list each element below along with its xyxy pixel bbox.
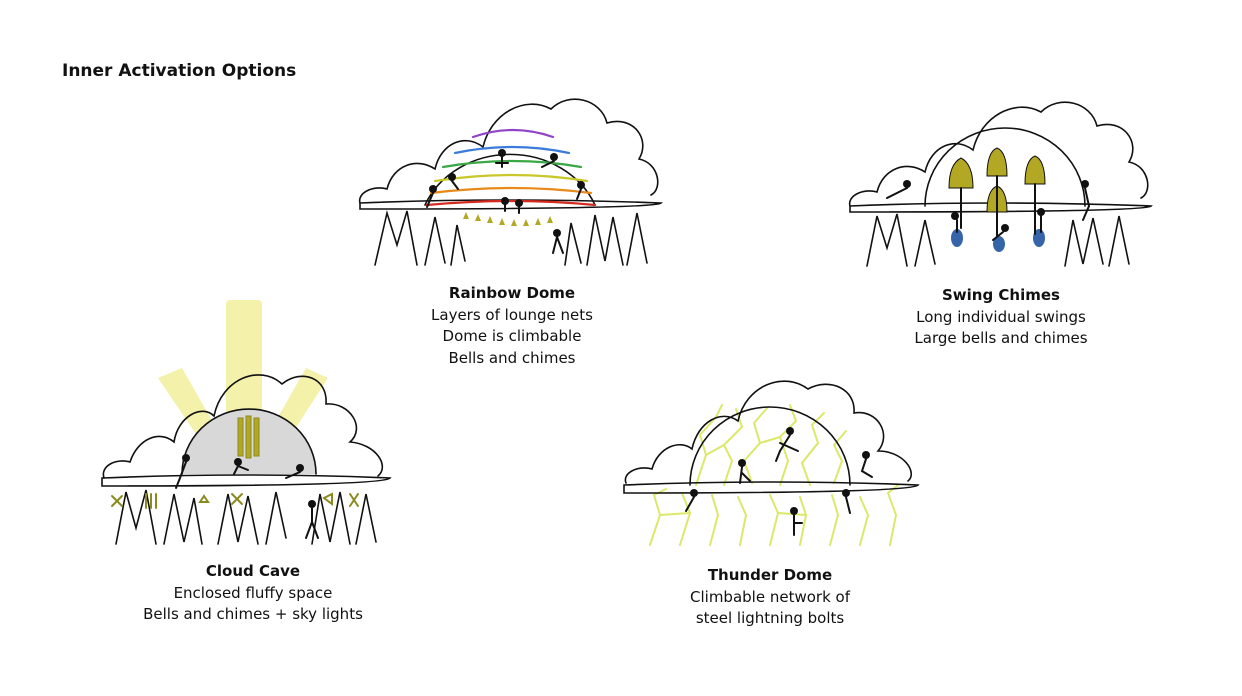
option-line: Bells and chimes + sky lights (143, 605, 363, 623)
option-line: steel lightning bolts (695, 609, 845, 627)
dome-outline (424, 153, 596, 206)
dome-outline (689, 406, 851, 486)
people-figures (690, 427, 870, 515)
chimes (237, 415, 260, 459)
lightning-network (649, 404, 899, 546)
thunder-dome-caption: Thunder Dome Climbable network of steel … (660, 565, 880, 630)
option-title: Cloud Cave (205, 562, 301, 580)
option-line: Bells and chimes (448, 348, 576, 367)
option-line: Climbable network of (690, 587, 850, 606)
rainbow-net-orange (429, 186, 593, 195)
rainbow-net-purple (471, 128, 555, 139)
dome-outline (181, 408, 317, 475)
rainbow-net-yellow (433, 173, 589, 183)
ground-marks (111, 492, 359, 509)
cloud-cave-caption: Cloud Cave Enclosed fluffy space Bells a… (128, 561, 378, 626)
rainbow-net-blue (453, 145, 571, 155)
hanging-chimes (463, 212, 553, 226)
dome-outline (924, 127, 1086, 207)
option-line: Long individual swings (916, 307, 1086, 326)
option-line: Dome is climbable (442, 327, 582, 345)
swing-chimes-caption: Swing Chimes Long individual swings Larg… (896, 285, 1106, 350)
option-line: Enclosed fluffy space (173, 583, 333, 602)
option-title: Rainbow Dome (448, 284, 576, 302)
cloud-outline (624, 380, 913, 484)
option-line: Layers of lounge nets (431, 305, 593, 324)
rainbow-dome-illustration (358, 98, 663, 266)
people-figures (903, 180, 1089, 232)
option-line: Large bells and chimes (914, 329, 1088, 347)
cloud-outline (848, 101, 1149, 207)
people-figures (429, 149, 585, 237)
rainbow-net-green (441, 159, 583, 169)
people-figures (182, 454, 316, 508)
rainbow-net-red (425, 199, 597, 207)
page-title: Inner Activation Options (62, 61, 297, 81)
cloud-outline (358, 98, 659, 204)
cloud-outline (102, 374, 384, 479)
option-title: Thunder Dome (707, 566, 833, 584)
swing-chimes-illustration (848, 101, 1153, 267)
cloud-cave-illustration (101, 300, 392, 545)
rainbow-dome-caption: Rainbow Dome Layers of lounge nets Dome … (412, 283, 612, 369)
thunder-dome-illustration (623, 380, 920, 546)
option-title: Swing Chimes (941, 286, 1060, 304)
